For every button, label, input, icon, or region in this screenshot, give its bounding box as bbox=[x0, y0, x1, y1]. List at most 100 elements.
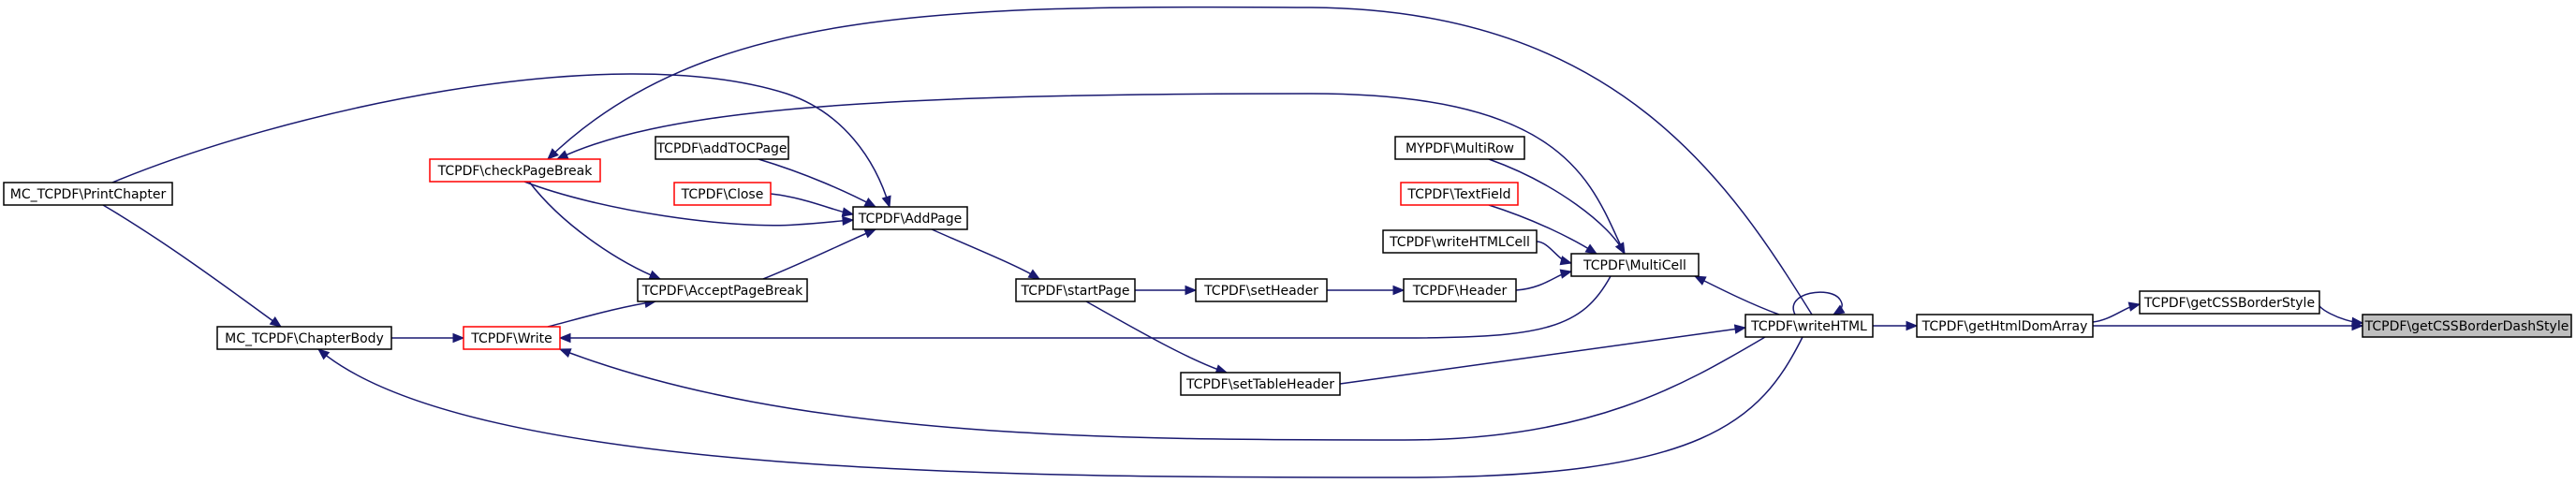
arrowhead-icon bbox=[1693, 275, 1707, 286]
node-box[interactable] bbox=[1403, 278, 1517, 302]
edge-addTOCPage-to-AddPage bbox=[758, 158, 877, 208]
node-label: TCPDF\AcceptPageBreak bbox=[641, 284, 803, 299]
node-label: TCPDF\Header bbox=[1412, 284, 1508, 299]
node-label: TCPDF\setTableHeader bbox=[1185, 377, 1334, 392]
node-Header[interactable]: TCPDF\Header bbox=[1403, 278, 1517, 302]
node-label: TCPDF\checkPageBreak bbox=[437, 164, 594, 179]
arrowhead-icon bbox=[269, 315, 283, 328]
node-box[interactable] bbox=[637, 278, 808, 302]
node-setTableHeader[interactable]: TCPDF\setTableHeader bbox=[1180, 372, 1341, 396]
node-label: TCPDF\addTOCPage bbox=[655, 141, 787, 156]
node-TextField[interactable]: TCPDF\TextField bbox=[1400, 182, 1519, 206]
node-label: TCPDF\TextField bbox=[1406, 187, 1510, 202]
arrowhead-icon bbox=[1733, 324, 1747, 334]
nodes-layer: TCPDF\getCSSBorderDashStyle TCPDF\getCSSB… bbox=[3, 136, 2572, 396]
arrowhead-icon bbox=[1559, 256, 1573, 266]
arrowhead-icon bbox=[1185, 285, 1198, 296]
edge-writeHTML-to-checkPageBreak bbox=[547, 6, 1813, 315]
edge-line bbox=[931, 228, 1040, 280]
node-box[interactable] bbox=[3, 182, 173, 206]
node-checkPageBreak[interactable]: TCPDF\checkPageBreak bbox=[429, 158, 601, 183]
arrowhead-icon bbox=[316, 348, 331, 360]
arrowhead-icon bbox=[1584, 243, 1598, 255]
node-label: MC_TCPDF\ChapterBody bbox=[225, 331, 384, 346]
edge-TextField-to-MultiCell bbox=[1488, 204, 1598, 255]
arrowhead-icon bbox=[2351, 320, 2364, 331]
arrowhead-icon bbox=[1559, 269, 1573, 279]
node-box[interactable] bbox=[673, 182, 772, 206]
node-Close[interactable]: TCPDF\Close bbox=[673, 182, 772, 206]
node-label: TCPDF\startPage bbox=[1021, 284, 1130, 299]
node-PrintChapter[interactable]: MC_TCPDF\PrintChapter bbox=[3, 182, 173, 206]
edge-Header-to-MultiCell bbox=[1515, 269, 1573, 291]
node-setHeader[interactable]: TCPDF\setHeader bbox=[1195, 278, 1328, 302]
arrowhead-icon bbox=[841, 207, 855, 217]
node-label: TCPDF\writeHTMLCell bbox=[1389, 235, 1530, 250]
node-Write[interactable]: TCPDF\Write bbox=[463, 326, 561, 350]
arrowhead-icon bbox=[547, 148, 559, 160]
edge-line bbox=[556, 93, 1626, 255]
node-MultiCell[interactable]: TCPDF\MultiCell bbox=[1570, 253, 1700, 277]
edge-writeHTML-to-ChapterBody bbox=[316, 336, 1803, 478]
node-box[interactable] bbox=[216, 326, 392, 350]
edge-line bbox=[559, 336, 1766, 441]
node-box[interactable] bbox=[1394, 136, 1525, 160]
node-box[interactable] bbox=[1400, 182, 1519, 206]
node-AddPage[interactable]: TCPDF\AddPage bbox=[852, 206, 968, 230]
node-box[interactable] bbox=[2139, 290, 2320, 315]
edge-writeHTML-to-writeHTML bbox=[1792, 291, 1846, 315]
edge-line bbox=[317, 336, 1803, 478]
node-box[interactable] bbox=[1015, 278, 1136, 302]
node-box[interactable] bbox=[1744, 314, 1874, 338]
node-getCSSBorderDashStyle[interactable]: TCPDF\getCSSBorderDashStyle bbox=[2362, 314, 2572, 338]
edge-writeHTMLCell-to-MultiCell bbox=[1536, 241, 1573, 266]
arrowhead-icon bbox=[1392, 285, 1406, 296]
arrowhead-icon bbox=[863, 198, 877, 208]
edge-PrintChapter-to-ChapterBody bbox=[102, 204, 283, 328]
arrowhead-icon bbox=[2127, 301, 2142, 312]
edge-line bbox=[111, 73, 891, 208]
edge-writeHTML-to-getHtmlDomArray bbox=[1873, 320, 1919, 331]
node-label: MC_TCPDF\PrintChapter bbox=[10, 187, 167, 202]
node-addTOCPage[interactable]: TCPDF\addTOCPage bbox=[655, 136, 789, 160]
edge-line bbox=[523, 181, 854, 227]
node-AcceptPageBreak[interactable]: TCPDF\AcceptPageBreak bbox=[637, 278, 808, 302]
arrowhead-icon bbox=[648, 270, 662, 280]
edge-setTableHeader-to-writeHTML bbox=[1339, 324, 1747, 385]
node-box[interactable] bbox=[655, 136, 789, 160]
edge-PrintChapter-to-AddPage bbox=[111, 73, 891, 209]
node-box[interactable] bbox=[1570, 253, 1700, 277]
node-label: TCPDF\getCSSBorderDashStyle bbox=[2364, 319, 2569, 334]
edge-line bbox=[1339, 327, 1746, 385]
edge-line bbox=[770, 193, 854, 215]
node-box[interactable] bbox=[1180, 372, 1341, 396]
node-writeHTML[interactable]: TCPDF\writeHTML bbox=[1744, 314, 1874, 338]
node-label: TCPDF\AddPage bbox=[858, 212, 963, 227]
edge-setHeader-to-Header bbox=[1327, 285, 1406, 296]
node-startPage[interactable]: TCPDF\startPage bbox=[1015, 278, 1136, 302]
edge-line bbox=[547, 6, 1813, 315]
arrowhead-icon bbox=[558, 332, 571, 344]
node-ChapterBody[interactable]: MC_TCPDF\ChapterBody bbox=[216, 326, 392, 350]
edge-line bbox=[1694, 275, 1780, 315]
node-box[interactable] bbox=[852, 206, 968, 230]
node-writeHTMLCell[interactable]: TCPDF\writeHTMLCell bbox=[1382, 229, 1538, 254]
edge-MultiRow-to-MultiCell bbox=[1488, 158, 1626, 256]
node-box[interactable] bbox=[2362, 314, 2572, 338]
node-box[interactable] bbox=[1916, 314, 2094, 338]
node-box[interactable] bbox=[1195, 278, 1328, 302]
node-MultiRow[interactable]: MYPDF\MultiRow bbox=[1394, 136, 1525, 160]
node-box[interactable] bbox=[463, 326, 561, 350]
edge-line bbox=[1488, 158, 1626, 255]
node-label: TCPDF\Close bbox=[681, 187, 764, 202]
edge-startPage-to-setHeader bbox=[1135, 285, 1198, 296]
node-label: TCPDF\setHeader bbox=[1203, 284, 1318, 299]
edge-writeHTML-to-Write bbox=[558, 336, 1766, 441]
node-box[interactable] bbox=[429, 158, 601, 183]
node-box[interactable] bbox=[1382, 229, 1538, 254]
edge-getHtmlDomArray-to-getCSSBorderDashStyle bbox=[2093, 320, 2364, 331]
node-getHtmlDomArray[interactable]: TCPDF\getHtmlDomArray bbox=[1916, 314, 2094, 338]
node-getCSSBorderStyle[interactable]: TCPDF\getCSSBorderStyle bbox=[2139, 290, 2320, 315]
node-label: TCPDF\getCSSBorderStyle bbox=[2143, 296, 2315, 311]
